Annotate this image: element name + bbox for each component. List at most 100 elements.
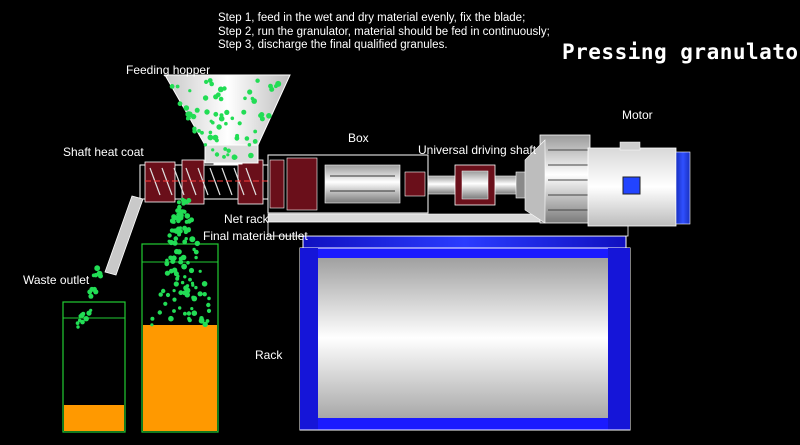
motor (524, 134, 691, 227)
granule (171, 214, 177, 220)
granule (185, 227, 191, 233)
granule (150, 323, 154, 327)
granule (194, 255, 198, 260)
granule (247, 143, 252, 147)
granule (188, 277, 192, 282)
granule (200, 130, 204, 135)
granule (164, 270, 170, 276)
granule (207, 134, 214, 141)
granule (204, 79, 209, 84)
granule (206, 308, 212, 313)
granule (194, 240, 200, 247)
granule (191, 295, 198, 302)
granule (223, 147, 228, 151)
granule (219, 113, 224, 118)
granule (176, 249, 182, 255)
granule (226, 148, 231, 153)
granule (76, 325, 80, 329)
granule (243, 96, 247, 101)
granule (207, 296, 211, 301)
granule (91, 273, 96, 278)
granule (181, 201, 186, 206)
granule (178, 290, 184, 296)
granule (188, 267, 195, 274)
granule (89, 308, 93, 312)
granule (75, 321, 80, 325)
step-2: Step 2, run the granulator, material sho… (218, 25, 550, 38)
granule (173, 281, 179, 287)
granule (197, 291, 203, 297)
granule (158, 292, 163, 297)
final-material-container (141, 243, 219, 433)
waste-container (62, 301, 126, 433)
granule (244, 136, 250, 141)
granule (150, 316, 155, 321)
granule (93, 289, 99, 295)
granule (266, 113, 272, 119)
granule (183, 105, 190, 111)
granule (77, 318, 82, 323)
granule (78, 314, 83, 318)
granule (211, 148, 215, 152)
label-box: Box (348, 131, 369, 145)
granule (175, 84, 180, 89)
granule (222, 155, 226, 159)
granule (185, 111, 192, 118)
granule (169, 84, 175, 89)
granule (255, 78, 260, 83)
granule (207, 78, 213, 83)
granule (194, 285, 198, 290)
granule (178, 256, 183, 261)
granule (237, 121, 242, 126)
granule (241, 109, 247, 115)
step-1: Step 1, feed in the wet and dry material… (218, 12, 526, 24)
universal-driving-shaft (427, 164, 527, 206)
granule (167, 233, 172, 238)
instructions: Step 1, feed in the wet and dry material… (218, 12, 550, 53)
granule (171, 255, 177, 261)
granule (183, 275, 187, 279)
granule (189, 236, 196, 243)
granule (253, 129, 258, 134)
granule (161, 288, 166, 294)
label-net-rack: Net rack (224, 212, 269, 226)
granule (213, 94, 219, 100)
granule (182, 239, 188, 245)
granule (209, 81, 214, 87)
granule (252, 139, 258, 144)
granule (194, 107, 200, 113)
granule (184, 237, 188, 241)
granule (186, 260, 190, 265)
granule (203, 143, 208, 147)
granule (176, 218, 181, 224)
granule (251, 98, 257, 104)
diagram-title: Pressing granulator (562, 40, 800, 64)
granule (89, 286, 95, 292)
granule (171, 267, 178, 273)
granule (185, 284, 190, 288)
granule (184, 219, 189, 224)
granule (183, 311, 187, 316)
granule (214, 152, 220, 157)
granule (172, 309, 176, 313)
granule (201, 281, 208, 287)
granule (165, 292, 171, 298)
granule (198, 317, 205, 324)
granule (165, 258, 169, 263)
granule (190, 281, 195, 285)
label-universal-driving-shaft: Universal driving shaft (418, 143, 537, 157)
base-frame (267, 221, 629, 237)
granule (208, 130, 213, 135)
rack (299, 235, 631, 431)
granule (98, 273, 103, 279)
waste-chute (104, 195, 144, 276)
granule (186, 311, 192, 316)
granule (172, 297, 177, 302)
label-waste-outlet: Waste outlet (23, 273, 90, 287)
granule (235, 133, 240, 138)
label-motor: Motor (622, 108, 653, 122)
granule (182, 209, 187, 214)
granule (218, 115, 225, 122)
granule (269, 86, 275, 92)
